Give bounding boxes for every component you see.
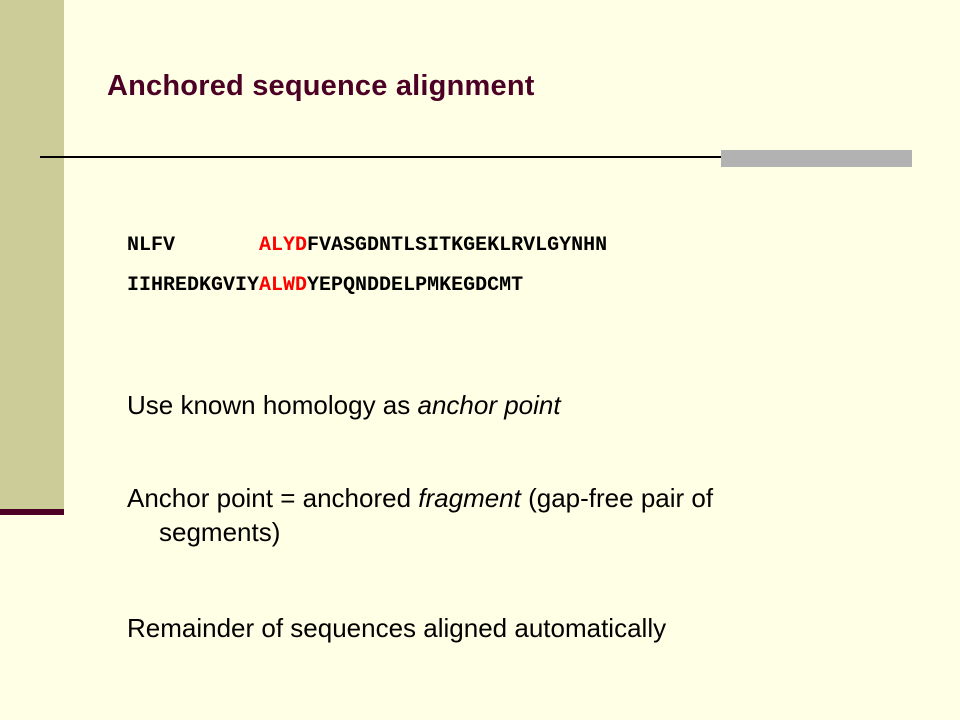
- sequence-1-post: FVASGDNTLSITKGEKLRVLGYNHN: [307, 234, 608, 257]
- bullet-1-text: Use known homology as: [127, 390, 418, 420]
- bullet-3-text: Remainder of sequences aligned automatic…: [127, 613, 667, 643]
- bullet-2-line-2: segments): [159, 517, 281, 547]
- bullet-2-emphasis: fragment: [418, 483, 521, 513]
- bullet-1-emphasis: anchor point: [417, 390, 561, 420]
- bullet-2-text-2: (gap-free pair of: [520, 483, 714, 513]
- sequence-1-anchor: ALYD: [259, 234, 308, 257]
- slide-title: Anchored sequence alignment: [107, 70, 535, 102]
- sequence-1-pre: NLFV: [127, 234, 260, 257]
- title-rule-line: [40, 156, 912, 158]
- sequence-2-post: YEPQNDDELPMKEGDCMT: [307, 274, 524, 297]
- bullet-remainder: Remainder of sequences aligned automatic…: [127, 611, 887, 645]
- side-accent-bar: [0, 509, 64, 515]
- bullet-anchored-fragment: Anchor point = anchored fragment (gap-fr…: [127, 481, 887, 549]
- sequence-1: NLFV ALYDFVASGDNTLSITKGEKLRVLGYNHN: [127, 234, 607, 257]
- sequence-2: IIHREDKGVIYALWDYEPQNDDELPMKEGDCMT: [127, 274, 523, 297]
- bullet-anchor-point: Use known homology as anchor point: [127, 388, 887, 422]
- title-rule-block: [721, 150, 912, 167]
- sequence-2-pre: IIHREDKGVIY: [127, 274, 260, 297]
- side-decor-bar: [0, 0, 64, 510]
- bullet-2-text-1: Anchor point = anchored: [127, 483, 419, 513]
- sequence-2-anchor: ALWD: [259, 274, 308, 297]
